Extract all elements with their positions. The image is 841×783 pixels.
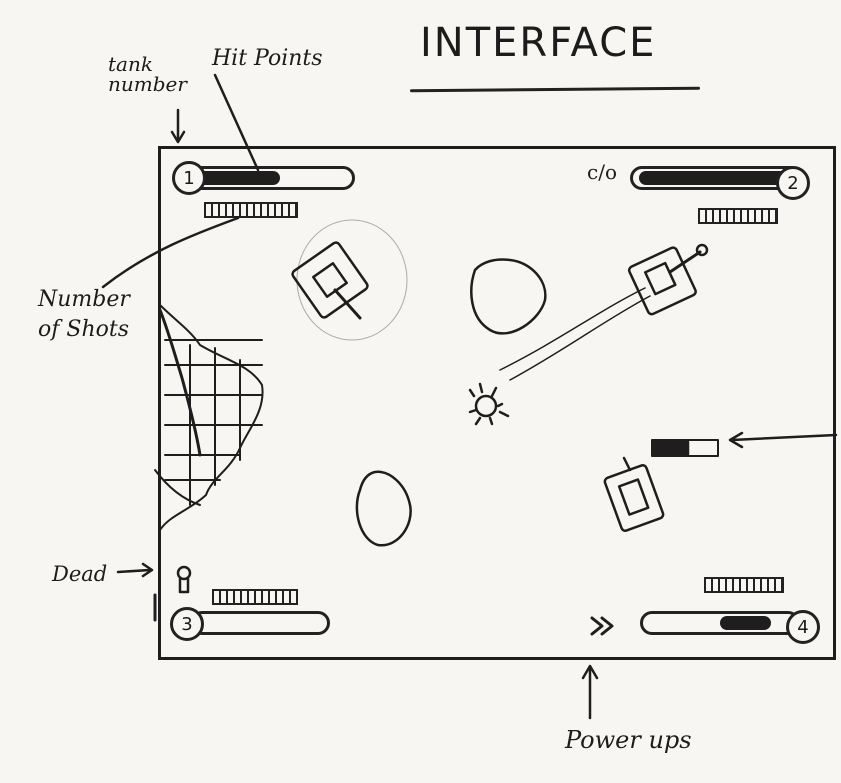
hit-points-pointer xyxy=(215,75,258,170)
side-pointer-arrow xyxy=(732,435,836,440)
terrain-scribble xyxy=(155,305,263,530)
explosion-icon xyxy=(470,384,508,424)
tank-top-left xyxy=(291,220,407,340)
powerup-chevron-icon xyxy=(592,618,612,634)
rock-2 xyxy=(357,472,411,545)
dead-arrow xyxy=(118,570,150,572)
dead-skull-icon xyxy=(178,567,190,592)
tank-right-middle-hp-fill xyxy=(654,442,688,454)
rock-1 xyxy=(471,259,545,333)
shots-pointer xyxy=(103,218,238,287)
shot-trail-2 xyxy=(510,296,650,380)
tank-top-right xyxy=(628,245,707,315)
tank-right-middle xyxy=(604,458,664,532)
